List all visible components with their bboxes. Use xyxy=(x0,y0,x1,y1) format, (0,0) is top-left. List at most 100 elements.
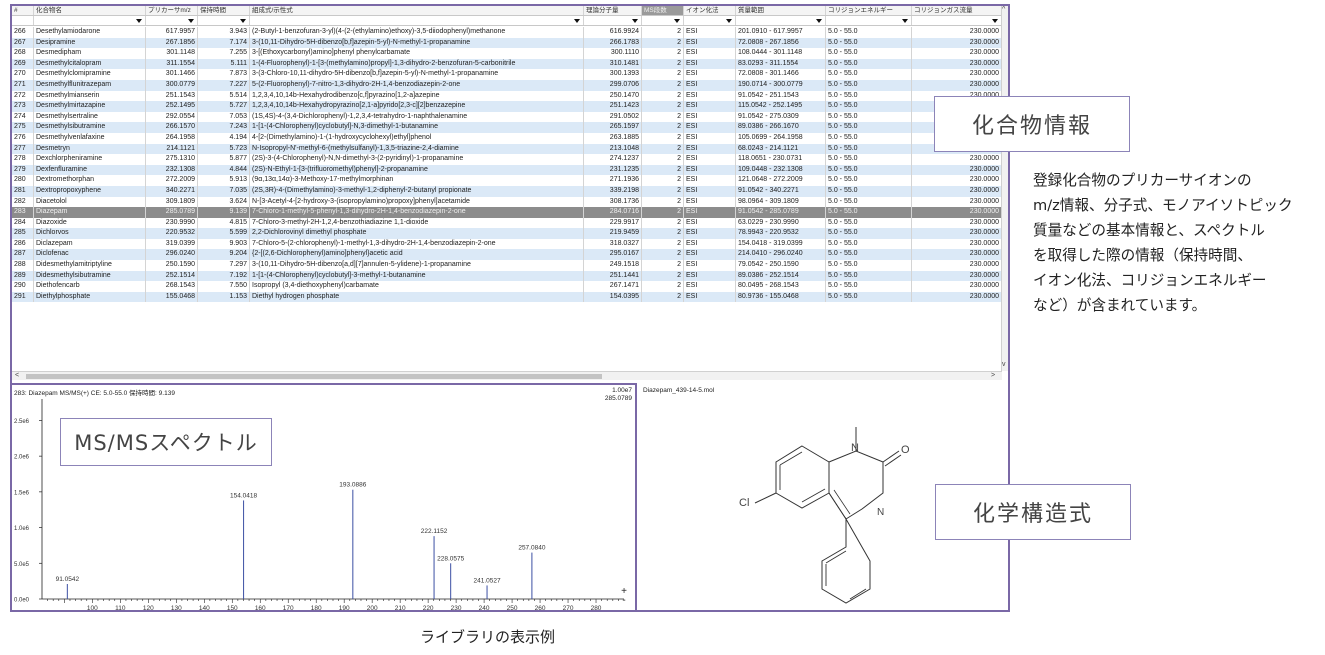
column-header-theoretical-mass[interactable]: 理論分子量 xyxy=(584,6,642,15)
column-header-ms-stage[interactable]: MS段数 xyxy=(642,6,684,15)
cell-formula: 1-[1-(4-Chlorophenyl)cyclobutyl]-N,3-dim… xyxy=(250,122,584,133)
filter-dropdown-formula[interactable] xyxy=(250,16,584,25)
cell-collision-energy: 5.0 - 55.0 xyxy=(826,143,912,155)
column-header-compound-name[interactable]: 化合物名 xyxy=(34,6,146,15)
cell-retention-time: 5.111 xyxy=(198,58,250,70)
cell-collision-energy: 5.0 - 55.0 xyxy=(826,69,912,80)
cell-collision-gas: 230.0000 xyxy=(912,270,1002,282)
filter-dropdown-mass-range[interactable] xyxy=(736,16,826,25)
cell-ms-stage: 2 xyxy=(642,217,684,229)
filter-dropdown-ionization[interactable] xyxy=(684,16,736,25)
cell-theoretical-mass: 231.1235 xyxy=(584,164,642,176)
atom-chlorine-label: Cl xyxy=(739,497,749,509)
filter-dropdown-compound-name[interactable] xyxy=(34,16,146,25)
cell-retention-time: 9.139 xyxy=(198,207,250,218)
scroll-left-arrow[interactable]: < xyxy=(15,372,20,379)
cell-collision-gas: 230.0000 xyxy=(912,48,1002,59)
filter-dropdown-precursor-mz[interactable] xyxy=(146,16,198,25)
cell-collision-energy: 5.0 - 55.0 xyxy=(826,132,912,144)
cell-mass-range: 89.0386 - 252.1514 xyxy=(736,270,826,282)
peak-label: 91.0542 xyxy=(56,576,80,583)
cell-collision-energy: 5.0 - 55.0 xyxy=(826,270,912,282)
horizontal-scrollbar[interactable]: < > xyxy=(12,371,1002,380)
column-header-collision-energy[interactable]: コリジョンエネルギー xyxy=(826,6,912,15)
cell-ms-stage: 2 xyxy=(642,281,684,292)
cell-compound-name: Didesmethylamitriptyline xyxy=(34,260,146,271)
horizontal-scroll-thumb[interactable] xyxy=(26,374,602,379)
cell-retention-time: 3.624 xyxy=(198,196,250,208)
filter-dropdown-ms-stage[interactable] xyxy=(642,16,684,25)
zoom-in-button[interactable]: + xyxy=(621,586,627,597)
vertical-scrollbar[interactable]: ^ v xyxy=(1001,6,1008,371)
cell-collision-gas: 230.0000 xyxy=(912,249,1002,261)
cell-ionization: ESI xyxy=(684,90,736,102)
column-header-ionization[interactable]: イオン化法 xyxy=(684,6,736,15)
cell-mass-range: 78.9943 - 220.9532 xyxy=(736,228,826,239)
cell-index: 281 xyxy=(12,185,34,197)
cell-precursor-mz: 292.0554 xyxy=(146,111,198,123)
cell-ms-stage: 2 xyxy=(642,111,684,123)
cell-index: 287 xyxy=(12,249,34,261)
cell-precursor-mz: 267.1856 xyxy=(146,37,198,49)
scroll-right-arrow[interactable]: > xyxy=(991,372,996,379)
y-tick-label: 0.0e0 xyxy=(14,598,30,604)
cell-collision-gas: 230.0000 xyxy=(912,79,1002,91)
column-header-mass-range[interactable]: 質量範囲 xyxy=(736,6,826,15)
scroll-up-arrow[interactable]: ^ xyxy=(1002,6,1006,13)
filter-dropdown-collision-energy[interactable] xyxy=(826,16,912,25)
zoom-out-button[interactable]: - xyxy=(622,595,625,606)
column-header-index[interactable]: # xyxy=(12,6,34,15)
cell-mass-range: 118.0651 - 230.0731 xyxy=(736,154,826,165)
column-header-retention-time[interactable]: 保持時間 xyxy=(198,6,250,15)
cell-ms-stage: 2 xyxy=(642,101,684,112)
x-tick-label: 230 xyxy=(451,605,462,612)
column-header-formula[interactable]: 組成式/示性式 xyxy=(250,6,584,15)
filter-dropdown-retention-time[interactable] xyxy=(198,16,250,25)
column-header-precursor-mz[interactable]: プリカーサm/z xyxy=(146,6,198,15)
scroll-down-arrow[interactable]: v xyxy=(1002,361,1006,368)
filter-dropdown-collision-gas[interactable] xyxy=(912,16,1002,25)
cell-collision-energy: 5.0 - 55.0 xyxy=(826,249,912,261)
atom-nitrogen-2-label: N xyxy=(877,507,884,518)
cell-ms-stage: 2 xyxy=(642,69,684,80)
cell-theoretical-mass: 274.1237 xyxy=(584,154,642,165)
cell-compound-name: Dextromethorphan xyxy=(34,175,146,186)
filter-dropdown-theoretical-mass[interactable] xyxy=(584,16,642,25)
filter-index xyxy=(12,16,34,25)
column-header-collision-gas[interactable]: コリジョンガス流量 xyxy=(912,6,1002,15)
cell-ionization: ESI xyxy=(684,196,736,208)
cell-compound-name: Desipramine xyxy=(34,37,146,49)
cell-mass-range: 121.0648 - 272.2009 xyxy=(736,175,826,186)
cell-collision-gas: 230.0000 xyxy=(912,27,1002,38)
cell-index: 286 xyxy=(12,238,34,250)
cell-index: 266 xyxy=(12,27,34,38)
filter-row xyxy=(12,16,1008,26)
